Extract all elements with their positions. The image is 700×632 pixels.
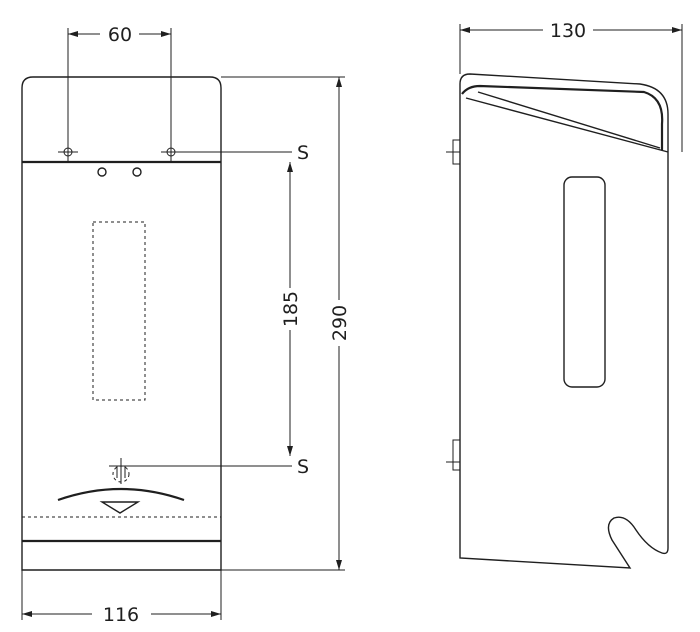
wall-bracket-bottom (446, 439, 461, 471)
lid-slant (465, 97, 669, 153)
screw-label-top: S (297, 142, 309, 164)
rivet-right (132, 167, 142, 177)
dim-hole-spacing: 60 (67, 24, 172, 152)
rivet-left (97, 167, 107, 177)
dim-hole-spacing-label: 60 (108, 24, 132, 46)
side-view: 130 (446, 20, 683, 569)
screw-label-bottom: S (297, 456, 309, 478)
lid-curve (461, 84, 664, 150)
side-body-outline (459, 73, 669, 569)
wall-bracket-top (446, 139, 461, 165)
dim-depth: 130 (459, 20, 683, 152)
front-body-outline (21, 76, 222, 571)
dim-mount-spacing-label: 185 (280, 291, 302, 327)
keyhole-mount (109, 458, 133, 484)
dim-width: 116 (21, 570, 222, 626)
dim-height: 290 (221, 76, 351, 571)
dim-depth-label: 130 (550, 20, 586, 42)
front-window-dashed (92, 221, 146, 401)
lid-slant-inner (477, 91, 661, 149)
dim-mount-spacing: 185 (280, 162, 302, 456)
dispensing-arc (57, 487, 185, 502)
front-view: 60 S S 185 290 (21, 24, 351, 626)
side-window (563, 176, 606, 388)
dim-height-label: 290 (329, 305, 351, 341)
push-triangle-icon (99, 501, 141, 514)
dim-width-label: 116 (103, 604, 139, 626)
